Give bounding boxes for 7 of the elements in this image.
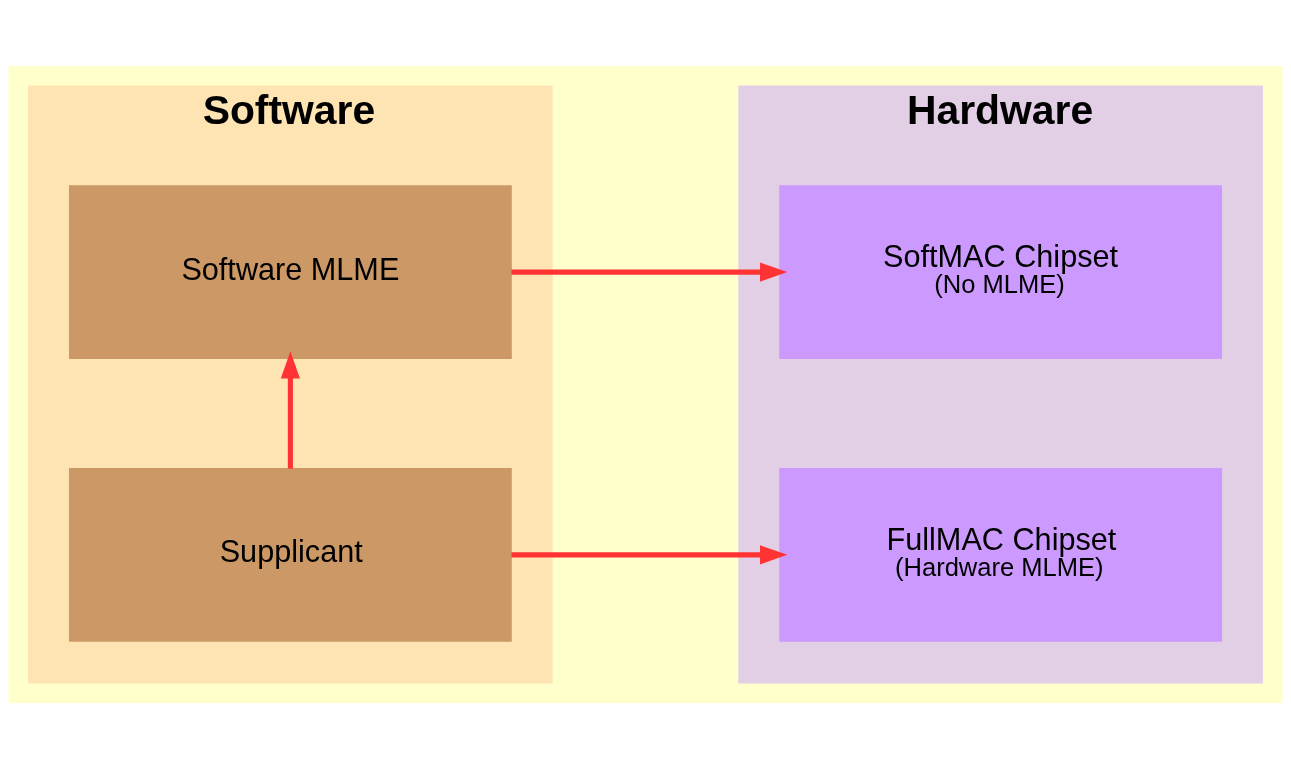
node-box: FullMAC Chipset (Hardware MLME) <box>779 467 1223 642</box>
arrow <box>280 351 300 469</box>
node-box: Software MLME <box>68 185 512 359</box>
node-box: Supplicant <box>68 467 512 642</box>
node-box: SoftMAC Chipset (No MLME) <box>779 185 1223 359</box>
arrow <box>511 262 788 282</box>
arrow <box>511 545 788 565</box>
